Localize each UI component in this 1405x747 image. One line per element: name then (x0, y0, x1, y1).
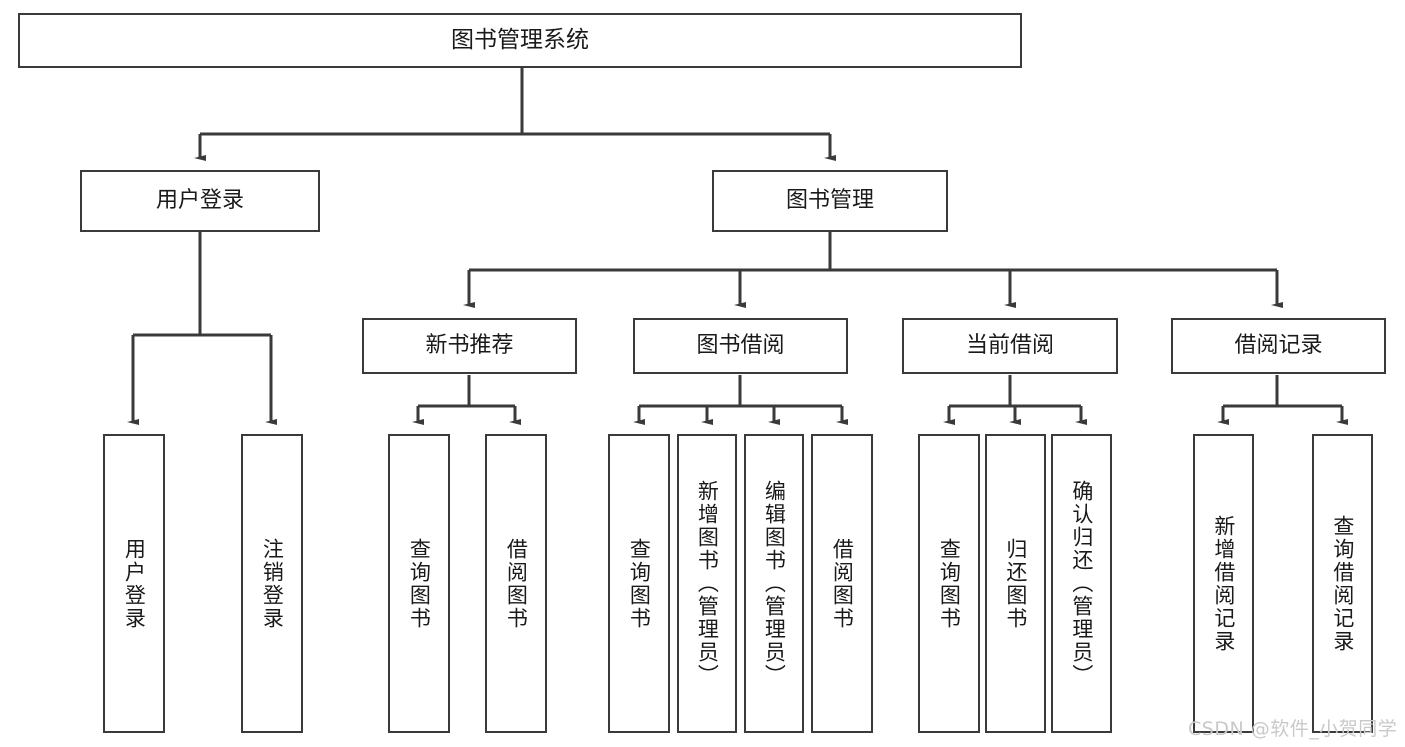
leaf-add-book-admin[interactable]: 新增图书（管理员） (677, 434, 737, 733)
leaf-query-book-borrow[interactable]: 查询图书 (608, 434, 670, 733)
node-label: 新增借阅记录 (1211, 514, 1236, 653)
node-label: 用户登录 (122, 537, 147, 630)
node-label: 新书推荐 (425, 333, 514, 359)
leaf-edit-book-admin[interactable]: 编辑图书（管理员） (744, 434, 804, 733)
node-label: 新增图书（管理员） (695, 480, 720, 687)
node-label: 图书管理 (785, 188, 874, 214)
node-label: 查询图书 (627, 537, 652, 630)
leaf-borrow-book[interactable]: 借阅图书 (811, 434, 873, 733)
leaf-add-borrow-record[interactable]: 新增借阅记录 (1193, 434, 1254, 733)
node-label: 借阅图书 (504, 537, 529, 630)
node-root-system[interactable]: 图书管理系统 (18, 13, 1022, 68)
node-label: 图书管理系统 (451, 26, 589, 53)
node-label: 确认归还（管理员） (1069, 480, 1094, 687)
leaf-confirm-return-admin[interactable]: 确认归还（管理员） (1051, 434, 1112, 733)
node-label: 查询借阅记录 (1330, 514, 1355, 653)
node-label: 用户登录 (155, 188, 244, 214)
leaf-query-borrow-record[interactable]: 查询借阅记录 (1312, 434, 1373, 733)
node-current-borrow[interactable]: 当前借阅 (902, 318, 1118, 374)
node-label: 编辑图书（管理员） (762, 480, 787, 687)
leaf-user-login[interactable]: 用户登录 (103, 434, 165, 733)
node-label: 查询图书 (937, 537, 962, 630)
node-label: 当前借阅 (965, 333, 1054, 359)
leaf-user-logout[interactable]: 注销登录 (241, 434, 303, 733)
node-user-login[interactable]: 用户登录 (80, 170, 320, 232)
node-label: 注销登录 (260, 537, 285, 630)
leaf-return-book[interactable]: 归还图书 (985, 434, 1046, 733)
node-borrow-record[interactable]: 借阅记录 (1171, 318, 1386, 374)
node-label: 归还图书 (1003, 537, 1028, 630)
node-book-management[interactable]: 图书管理 (712, 170, 948, 232)
node-label: 借阅图书 (830, 537, 855, 630)
node-label: 图书借阅 (696, 333, 785, 359)
leaf-query-book-recommend[interactable]: 查询图书 (388, 434, 450, 733)
leaf-query-book-current[interactable]: 查询图书 (918, 434, 980, 733)
node-label: 查询图书 (407, 537, 432, 630)
node-label: 借阅记录 (1234, 333, 1323, 359)
node-book-borrow[interactable]: 图书借阅 (633, 318, 848, 374)
leaf-borrow-book-recommend[interactable]: 借阅图书 (485, 434, 547, 733)
csdn-watermark: CSDN @软件_小贺同学 (1188, 718, 1398, 740)
node-new-book-recommend[interactable]: 新书推荐 (362, 318, 577, 374)
